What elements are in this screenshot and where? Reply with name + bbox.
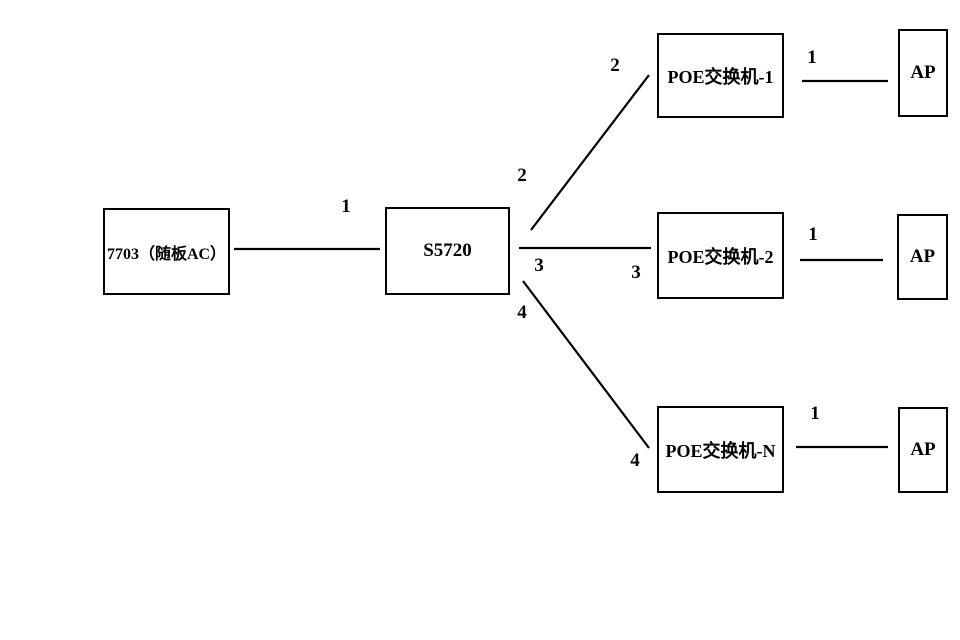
link-s5720-to-poe1 [530, 74, 650, 231]
port-label-poe1-ap: 1 [807, 47, 817, 68]
node-ap-1: AP [898, 29, 948, 117]
port-label-s5720-poe2-poe-end: 3 [631, 262, 641, 283]
port-label-s5720-poen-poe-end: 4 [630, 450, 640, 471]
node-poe-switch-2: POE交换机-2 [657, 212, 784, 299]
node-ap-2: AP [897, 214, 948, 300]
node-7703-ac: 7703（随板AC） [103, 208, 230, 295]
link-s5720-to-poen [522, 280, 650, 449]
port-label-s5720-poe2-core-end: 3 [534, 255, 544, 276]
port-label-poe2-ap: 1 [808, 224, 818, 245]
node-poe-switch-1: POE交换机-1 [657, 33, 784, 118]
port-label-s5720-poen-core-end: 4 [517, 302, 527, 323]
port-label-s5720-poe1-poe-end: 2 [610, 55, 620, 76]
port-label-s5720-poe1-core-end: 2 [517, 165, 527, 186]
port-label-poen-ap: 1 [810, 403, 820, 424]
port-label-ac-s5720: 1 [341, 196, 351, 217]
node-ap-3: AP [898, 407, 948, 493]
node-poe-switch-n: POE交换机-N [657, 406, 784, 493]
node-s5720-switch: S5720 [385, 207, 510, 295]
